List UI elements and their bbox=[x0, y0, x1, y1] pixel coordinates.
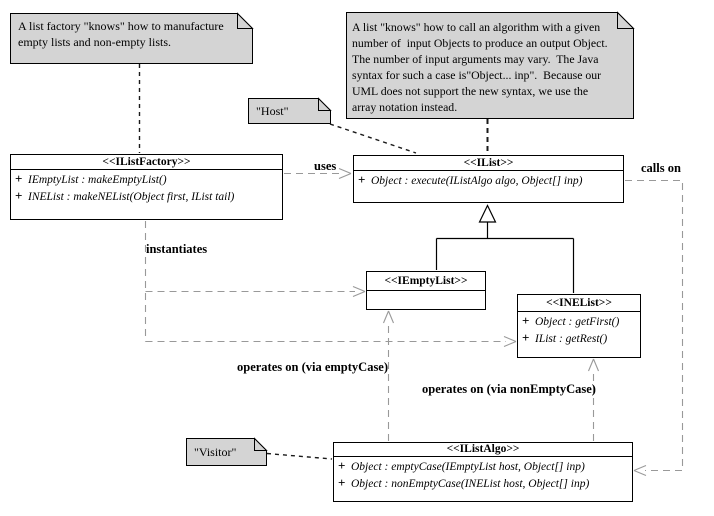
method-nonemptycase: + Object : nonEmptyCase(INEList host, Obj… bbox=[334, 475, 632, 492]
visibility-plus: + bbox=[358, 172, 366, 187]
method-signature: IList : getRest() bbox=[535, 333, 608, 345]
edge-generalization bbox=[435, 204, 575, 293]
class-ilistalgo-title: <<IListAlgo>> bbox=[334, 443, 632, 457]
method-emptycase: + Object : emptyCase(IEmptyList host, Obj… bbox=[334, 458, 632, 475]
edge-label-calls-on: calls on bbox=[641, 161, 681, 175]
class-iemptylist-title: <<IEmptyList>> bbox=[367, 272, 485, 291]
visibility-plus: + bbox=[522, 330, 530, 345]
method-getfirst: + Object : getFirst() bbox=[518, 313, 640, 330]
method-makeemptylist: + IEmptyList : makeEmptyList() bbox=[11, 171, 282, 188]
class-ilistfactory-title: <<IListFactory>> bbox=[11, 155, 282, 170]
class-inelist-title: <<INEList>> bbox=[518, 295, 640, 312]
class-iemptylist: <<IEmptyList>> bbox=[366, 271, 486, 310]
edge-label-operates-nonemptycase: operates on (via nonEmptyCase) bbox=[422, 382, 596, 396]
note-host-text: "Host" bbox=[256, 104, 289, 118]
method-makenelist: + INEList : makeNEList(Object first, ILis… bbox=[11, 188, 282, 205]
method-execute: + Object : execute(IListAlgo algo, Object… bbox=[354, 172, 623, 189]
method-signature: Object : execute(IListAlgo algo, Object[… bbox=[371, 175, 583, 187]
edge-instantiates bbox=[144, 221, 517, 348]
class-ilistalgo: <<IListAlgo>> + Object : emptyCase(IEmpty… bbox=[333, 442, 633, 502]
visibility-plus: + bbox=[15, 171, 23, 186]
visibility-plus: + bbox=[338, 458, 346, 473]
note-shape-list bbox=[346, 11, 635, 119]
edge-calls-on bbox=[625, 179, 684, 477]
edge-label-operates-emptycase: operates on (via emptyCase) bbox=[237, 360, 389, 374]
class-ilist-title: <<IList>> bbox=[354, 156, 623, 171]
edge-operates-nonemptycase bbox=[587, 358, 600, 441]
edge-uses bbox=[284, 167, 352, 180]
visibility-plus: + bbox=[15, 188, 23, 203]
note-factory-text: A list factory "knows" how to manufactur… bbox=[18, 19, 224, 49]
class-inelist: <<INEList>> + Object : getFirst() + IList … bbox=[517, 294, 641, 358]
visibility-plus: + bbox=[338, 475, 346, 490]
edge-label-instantiates: instantiates bbox=[146, 242, 208, 256]
visibility-plus: + bbox=[522, 313, 530, 328]
class-ilistfactory: <<IListFactory>> + IEmptyList : makeEmpty… bbox=[10, 154, 283, 220]
generalization-triangle-icon bbox=[478, 204, 497, 223]
note-anchor-visitor bbox=[266, 452, 333, 460]
method-signature: Object : getFirst() bbox=[535, 316, 620, 328]
class-ilist: <<IList>> + Object : execute(IListAlgo al… bbox=[353, 155, 624, 203]
method-getrest: + IList : getRest() bbox=[518, 330, 640, 347]
note-shape-factory bbox=[10, 12, 254, 64]
note-visitor-text: "Visitor" bbox=[194, 445, 237, 459]
method-signature: INEList : makeNEList(Object first, IList… bbox=[28, 191, 235, 203]
note-shape-visitor bbox=[186, 437, 268, 466]
note-shape-host bbox=[248, 97, 332, 124]
method-signature: IEmptyList : makeEmptyList() bbox=[28, 174, 167, 186]
note-anchor-host bbox=[329, 123, 417, 154]
method-signature: Object : nonEmptyCase(INEList host, Obje… bbox=[351, 478, 590, 490]
edge-operates-emptycase bbox=[382, 310, 395, 441]
note-list-text: A list "knows" how to call an algorithm … bbox=[352, 20, 608, 114]
edge-label-uses: uses bbox=[314, 159, 337, 173]
method-signature: Object : emptyCase(IEmptyList host, Obje… bbox=[351, 461, 585, 473]
